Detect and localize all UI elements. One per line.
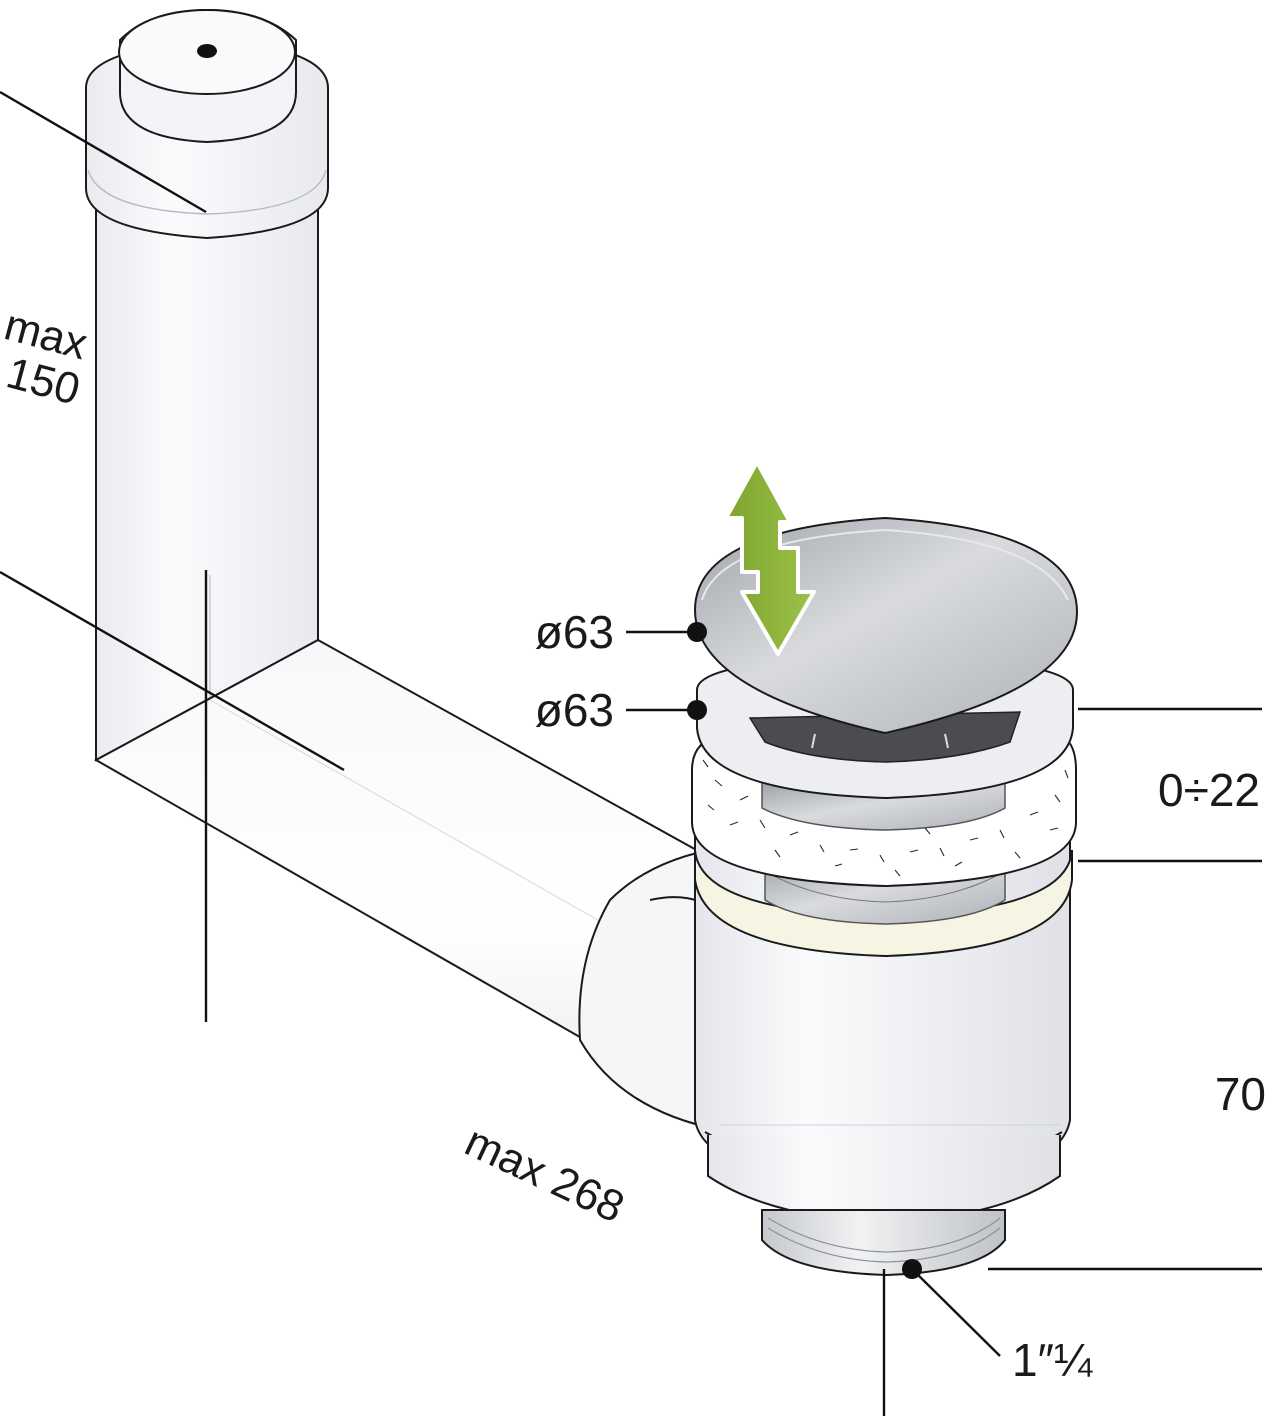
up-down-arrow-icon: [724, 460, 816, 656]
dimension-lines: [0, 90, 1262, 1416]
body-height-label: 70: [1215, 1068, 1266, 1120]
thread-callout-dot: [902, 1259, 922, 1279]
flange-diameter-label: ø63: [535, 684, 614, 736]
valve-stack: [691, 516, 1079, 925]
flange-callout-dot: [687, 700, 707, 720]
cap-callout-dot: [687, 622, 707, 642]
cap-diameter-label: ø63: [535, 606, 614, 658]
vertical-pipe: [85, 8, 329, 762]
vent-hole-icon: [197, 44, 217, 58]
thread-size-label: 1″¼: [1012, 1334, 1093, 1386]
horizontal-pipe-label: max 268: [458, 1117, 632, 1233]
adjust-range-label: 0÷22: [1158, 764, 1260, 816]
